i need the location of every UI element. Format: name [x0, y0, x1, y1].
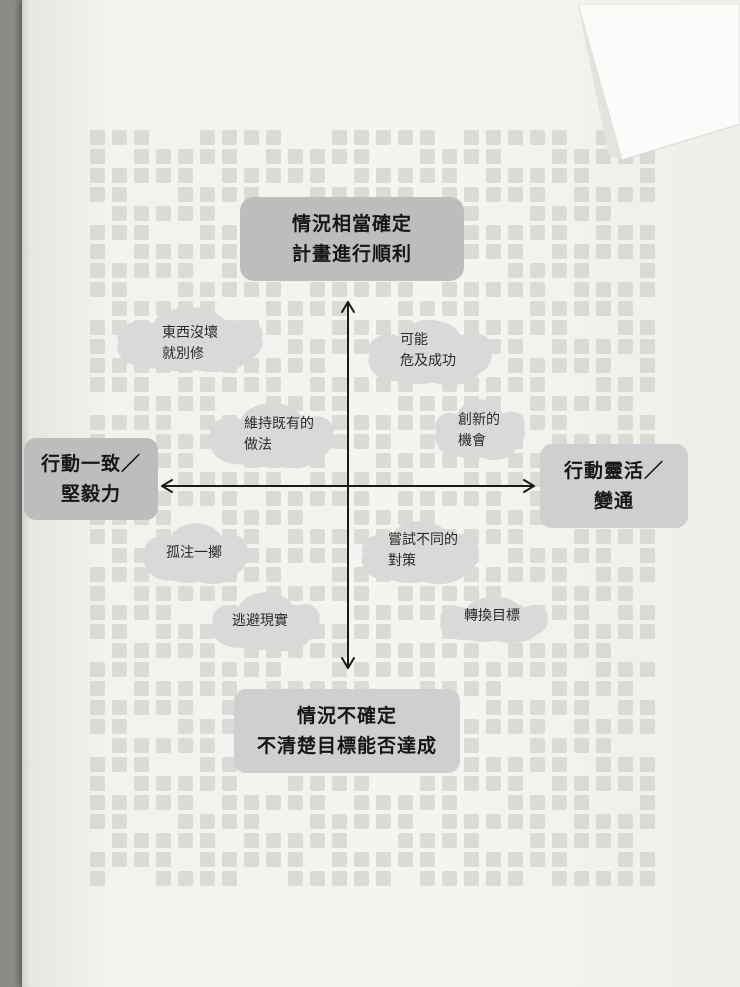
cloud-text: 嘗試不同的	[388, 532, 458, 548]
cloud-shape-maybe-success	[368, 320, 492, 386]
cloud-label-all-in: 孤注一擲	[166, 543, 222, 564]
cloud-text: 維持既有的	[244, 416, 314, 432]
cloud-label-try-different: 嘗試不同的 對策	[388, 530, 458, 572]
cloud-text: 創新的	[458, 412, 500, 428]
box-right-flexible: 行動靈活／ 變通	[540, 444, 688, 528]
cloud-shape-keep-methods	[210, 403, 334, 469]
cloud-label-change-target: 轉換目標	[464, 606, 520, 627]
box-top-line-1: 情況相當確定	[291, 213, 412, 235]
cloud-text: 做法	[244, 437, 272, 453]
cloud-text: 孤注一擲	[166, 545, 222, 561]
folded-page-corner	[578, 4, 740, 161]
cloud-shape-try-different	[361, 521, 479, 585]
cloud-text: 危及成功	[400, 353, 456, 369]
cloud-shape-escape-reality	[212, 592, 320, 652]
arrow-left-icon	[161, 479, 173, 493]
box-left-line-2: 堅毅力	[60, 483, 121, 505]
cloud-label-maybe-success: 可能 危及成功	[400, 330, 456, 372]
cloud-shape-all-in	[144, 523, 248, 585]
box-bottom-uncertain: 情況不確定 不清楚目標能否達成	[234, 689, 460, 773]
arrow-down-icon	[341, 657, 355, 669]
box-left-line-1: 行動一致／	[40, 453, 141, 475]
box-bottom-line-1: 情況不確定	[296, 705, 397, 727]
cloud-shape-dont-fix	[117, 307, 263, 373]
cloud-shape-new-opportunity	[435, 399, 525, 461]
cloud-text: 機會	[458, 433, 486, 449]
cloud-text: 就別修	[162, 346, 204, 362]
cloud-label-escape-reality: 逃避現實	[232, 611, 288, 632]
box-bottom-line-2: 不清楚目標能否達成	[256, 735, 437, 757]
box-right-line-2: 變通	[593, 490, 634, 512]
cloud-label-keep-methods: 維持既有的 做法	[244, 414, 314, 456]
cloud-text: 對策	[388, 553, 416, 569]
box-top-certain: 情況相當確定 計畫進行順利	[240, 197, 464, 281]
cloud-label-new-opportunity: 創新的 機會	[458, 410, 500, 452]
cloud-shape-change-target	[440, 596, 548, 643]
box-right-line-1: 行動靈活／	[563, 460, 664, 482]
cloud-text: 逃避現實	[232, 613, 288, 629]
arrow-right-icon	[523, 479, 535, 493]
arrow-up-icon	[341, 301, 355, 313]
cloud-label-dont-fix: 東西沒壞 就別修	[162, 323, 218, 365]
cloud-text: 可能	[400, 332, 428, 348]
box-left-consistent: 行動一致／ 堅毅力	[24, 438, 158, 520]
cloud-text: 轉換目標	[464, 608, 520, 624]
cloud-text: 東西沒壞	[162, 325, 218, 341]
box-top-line-2: 計畫進行順利	[291, 243, 412, 265]
